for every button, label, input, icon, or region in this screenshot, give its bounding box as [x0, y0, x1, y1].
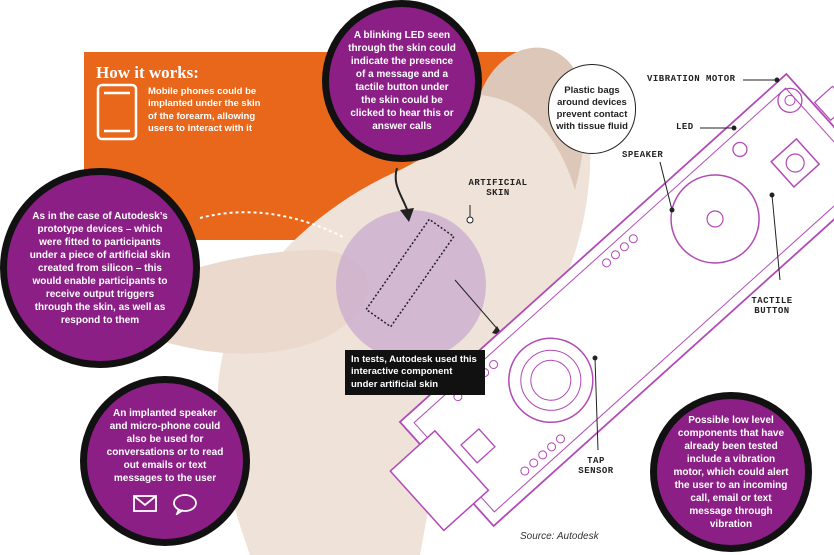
label-tactile-button: TACTILE BUTTON: [751, 296, 793, 316]
circle-components: Possible low level components that have …: [650, 392, 812, 552]
plastic-bags-note: Plastic bags around devices prevent cont…: [548, 64, 636, 154]
label-vibration-motor: VIBRATION MOTOR: [647, 74, 736, 84]
heading: How it works:: [96, 63, 199, 82]
envelope-icon: [133, 495, 157, 512]
device-board: [389, 72, 834, 532]
circle-speaker: An implanted speaker and micro-phone cou…: [80, 376, 250, 546]
source-credit: Source: Autodesk: [520, 531, 599, 542]
phone-icon: [96, 83, 138, 141]
tests-caption: In tests, Autodesk used this interactive…: [345, 350, 485, 396]
speech-bubble-icon: [173, 494, 197, 515]
label-speaker: SPEAKER: [622, 150, 664, 160]
circle-prototype: As in the case of Autodesk’s prototype d…: [0, 168, 200, 368]
circle-led: A blinking LED seen through the skin cou…: [322, 0, 482, 162]
skin-patch: [336, 210, 486, 360]
implant-outline: [365, 218, 455, 328]
label-artificial-skin: ARTIFICIAL SKIN: [468, 178, 528, 198]
label-led: LED: [676, 122, 694, 132]
intro-text: Mobile phones could be implanted under t…: [148, 86, 261, 135]
label-tap-sensor: TAP SENSOR: [578, 456, 614, 476]
